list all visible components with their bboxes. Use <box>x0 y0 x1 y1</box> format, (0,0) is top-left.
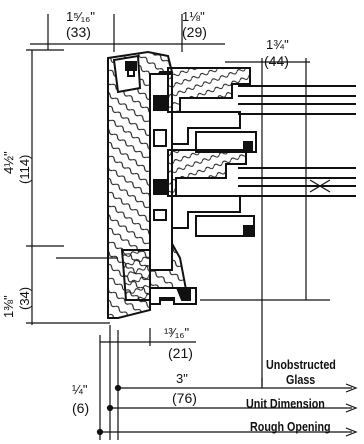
dim-bottom-3-imperial: 3" <box>176 371 188 386</box>
dim-top-left-metric: (33) <box>66 24 91 40</box>
dim-bottom-left-metric: (6) <box>72 400 90 416</box>
callout-unobstructed-line1: Unobstructed <box>266 358 336 372</box>
dim-bottom-mid-metric: (21) <box>168 345 193 361</box>
dim-bottom-3-metric: (76) <box>172 390 197 406</box>
dim-top-right-metric: (44) <box>264 53 289 69</box>
dim-top-mid-imperial: 1⅛" <box>182 9 205 24</box>
dim-left-upper-imperial: 4½" <box>1 151 16 174</box>
top-dimension-lines <box>30 14 310 72</box>
dim-top-right-imperial: 1¾" <box>266 37 289 52</box>
sill-detail <box>149 287 197 305</box>
dim-left-lower-metric: (34) <box>17 286 32 310</box>
callout-unit-dimension: Unit Dimension <box>246 397 325 411</box>
dim-bottom-left-imperial: ¼" <box>72 382 88 397</box>
dim-left-upper-metric: (114) <box>17 154 32 184</box>
callout-unobstructed-line2: Glass <box>286 373 316 387</box>
reference-lines <box>200 72 331 386</box>
callout-rough-opening: Rough Opening <box>250 420 331 434</box>
dim-left-lower-imperial: 1⅜" <box>1 295 16 318</box>
left-dimension-lines <box>26 49 118 325</box>
dim-bottom-mid-imperial: ¹³⁄₁₆" <box>164 325 190 340</box>
bottom-dimension-lines <box>96 325 358 440</box>
dim-top-mid-metric: (29) <box>182 24 207 40</box>
sash-assembly <box>149 67 356 271</box>
dim-top-left-imperial: 1⁵⁄₁₆" <box>66 9 96 24</box>
